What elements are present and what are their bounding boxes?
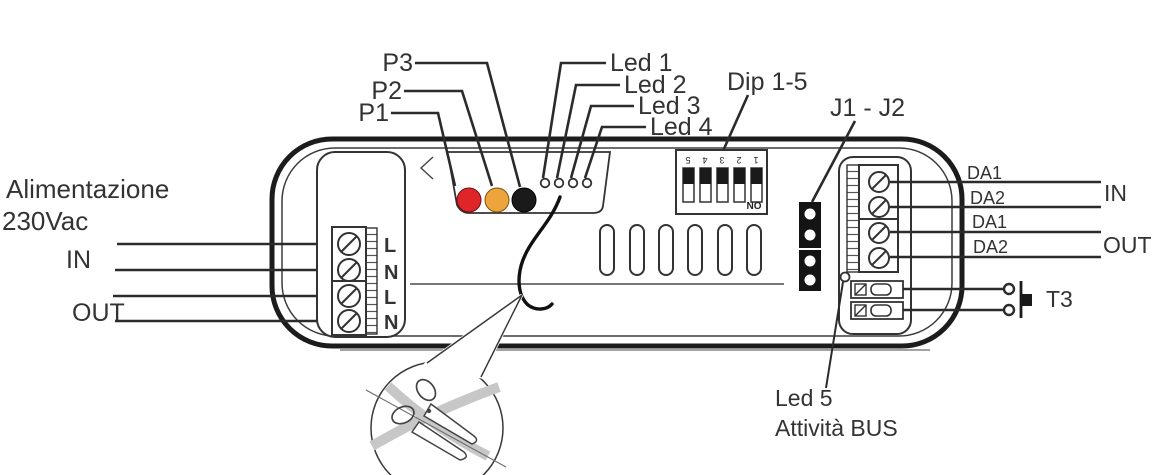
- bus-in-da2-label: DA2: [970, 188, 1005, 208]
- vent-slot: [746, 224, 762, 276]
- cut-mark-line: [365, 389, 507, 468]
- vent-slot: [658, 224, 674, 276]
- jumper-pin: [804, 208, 816, 220]
- device-outline: [269, 136, 965, 349]
- led2-leader: [555, 83, 620, 179]
- jumper-pin: [804, 274, 816, 286]
- t3-contact: [1002, 282, 1016, 296]
- t3-contact: [1002, 303, 1016, 317]
- bus-out-label: OUT: [1103, 232, 1152, 258]
- power-title-line2: 230Vac: [2, 206, 88, 236]
- led3-icon: [567, 177, 579, 189]
- t3-label: T3: [1046, 286, 1073, 312]
- mains-wires: [113, 242, 344, 323]
- screw-terminal-icons: [337, 232, 361, 333]
- bus-terminal-compartment: [838, 156, 912, 335]
- power-in-label: IN: [66, 246, 91, 274]
- jumper-leader: [810, 120, 857, 203]
- mains-terminal-compartment: L N L N: [316, 151, 406, 338]
- t3-actuator-button: [1022, 294, 1032, 306]
- t3-connectors: [850, 280, 904, 320]
- p3-label: P3: [382, 49, 413, 77]
- led2-label: Led 2: [624, 71, 687, 99]
- terminal-label-n2: N: [384, 312, 398, 334]
- front-panel: [419, 151, 612, 214]
- housing-crease: [419, 156, 434, 180]
- bus-out-da1-label: DA1: [972, 212, 1007, 232]
- terminal-label-n1: N: [384, 262, 398, 284]
- button-p3: [511, 187, 537, 213]
- scissors-icon: [391, 378, 478, 461]
- dip-label: Dip 1-5: [727, 68, 808, 96]
- led1-icon: [539, 177, 551, 189]
- jumper-label: J1 - J2: [830, 94, 905, 122]
- jumper-j1: [799, 202, 821, 248]
- terminal-label-l2: L: [384, 287, 396, 309]
- led2-icon: [553, 177, 565, 189]
- p2-leader: [404, 89, 494, 187]
- power-title-line1: Alimentazione: [6, 174, 169, 204]
- p1-label: P1: [358, 99, 389, 127]
- vent-slot: [717, 224, 733, 276]
- led4-label: Led 4: [650, 113, 713, 141]
- power-out-label: OUT: [72, 299, 125, 327]
- dip-number: 4: [702, 155, 707, 165]
- led-row: [539, 177, 593, 189]
- dip-number: 2: [736, 155, 741, 165]
- vent-slot: [599, 224, 615, 276]
- cut-wire-piece: [384, 382, 491, 461]
- dip-number: 1: [753, 155, 758, 165]
- dip-knob-1: [683, 168, 694, 184]
- jumper-pin: [804, 255, 816, 267]
- terminal-label-l1: L: [384, 235, 396, 257]
- p3-leader: [415, 61, 522, 188]
- button-p2: [484, 187, 510, 213]
- button-p1: [456, 187, 482, 213]
- antenna-wire: [517, 195, 562, 311]
- terminal-hatch-strip: [365, 227, 378, 335]
- led1-label: Led 1: [610, 49, 673, 77]
- led4-leader: [583, 125, 646, 179]
- dip-knob-3: [717, 168, 728, 184]
- cut-antenna-callout: [365, 293, 524, 475]
- led5-icon: [839, 271, 851, 283]
- jumper-pin: [804, 229, 816, 241]
- bus-in-label: IN: [1104, 180, 1127, 206]
- p1-leader: [391, 111, 457, 187]
- terminal-hatch-strip: [846, 164, 860, 273]
- dip-switch: 5 4 3 2 1 ON: [675, 149, 768, 215]
- jumper-blocks: [799, 202, 821, 291]
- led5-leader: [825, 281, 844, 389]
- led5-label-line2: Attività BUS: [775, 415, 898, 441]
- dip-number: 3: [719, 155, 724, 165]
- vent-slot: [629, 224, 645, 276]
- bus-wires: [890, 180, 1101, 259]
- vent-slot: [687, 224, 703, 276]
- bus-out-da2-label: DA2: [973, 237, 1008, 257]
- dip-switch-knobs: [683, 168, 762, 184]
- t3-pushbutton: T3: [903, 281, 1073, 318]
- callout-leaders: [391, 61, 857, 203]
- callout-pointer-outline: [426, 294, 523, 378]
- led5-label-line1: Led 5: [775, 385, 833, 411]
- device-inner-outline: [281, 147, 953, 337]
- led4-icon: [581, 177, 593, 189]
- led3-label: Led 3: [638, 92, 701, 120]
- dip-knob-2: [700, 168, 711, 184]
- dip-knob-4: [734, 168, 745, 184]
- jumper-j2: [799, 250, 821, 291]
- bus-in-da1-label: DA1: [967, 163, 1002, 183]
- dip-number: 5: [685, 155, 690, 165]
- led1-leader: [541, 61, 606, 179]
- bus-screw-icons: [868, 171, 890, 269]
- vent-slots: [599, 224, 762, 276]
- dip-on-label: ON: [747, 199, 762, 210]
- led3-leader: [569, 104, 634, 179]
- dip-leader: [721, 94, 750, 152]
- dip-knob-5: [751, 168, 762, 184]
- p2-label: P2: [371, 77, 402, 105]
